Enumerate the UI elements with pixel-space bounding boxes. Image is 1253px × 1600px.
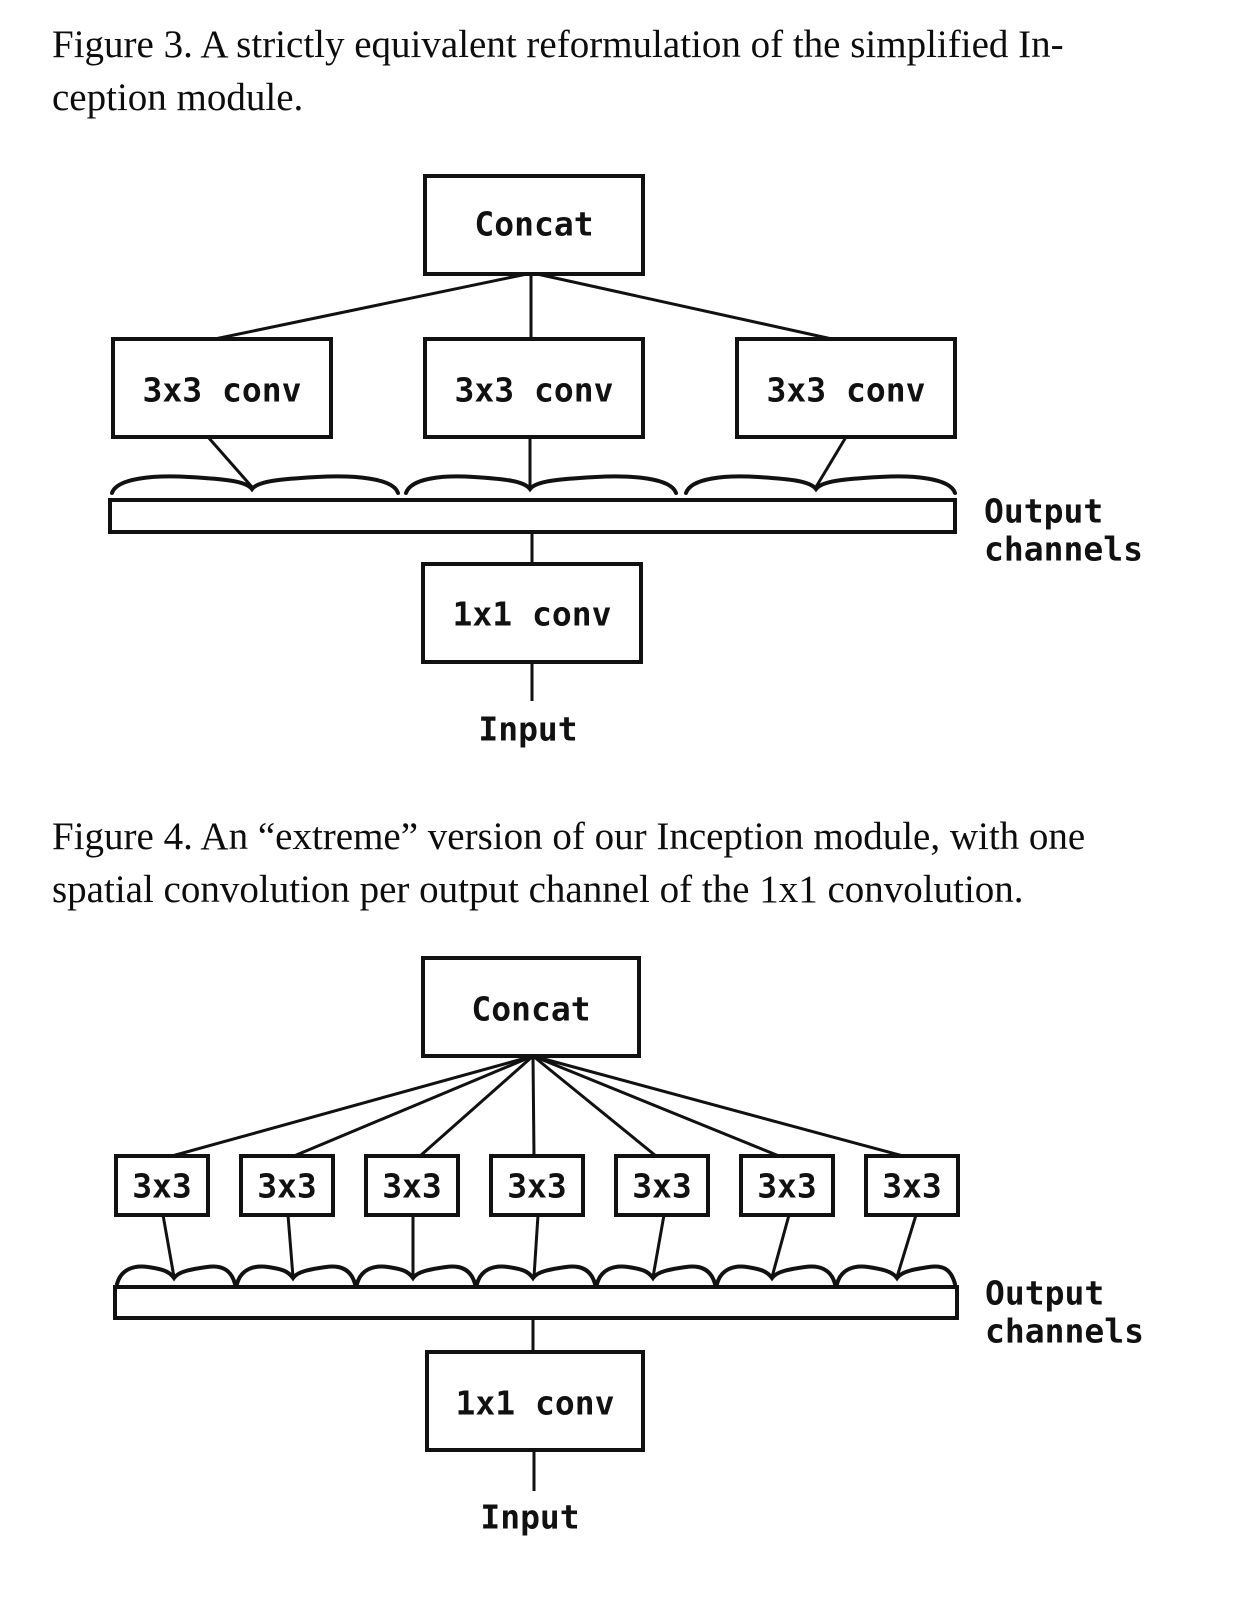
- fig4-conv-label-1: 3x3: [132, 1167, 192, 1206]
- figure4-caption-line2: spatial convolution per output channel o…: [52, 868, 1024, 911]
- fig4-conv-box-3: [364, 1154, 460, 1217]
- fig4-brace-1: [115, 1264, 237, 1286]
- fig4-conv-box-7: [864, 1154, 960, 1217]
- fig4-connector-line-2: [286, 1214, 295, 1278]
- fig4-fan-line-6: [532, 1054, 780, 1158]
- fig4-conv-label-5: 3x3: [632, 1167, 692, 1206]
- fig4-conv-label-7: 3x3: [882, 1167, 942, 1206]
- fig4-connector-line-7: [895, 1214, 918, 1278]
- fig4-conv-label-3: 3x3: [382, 1167, 442, 1206]
- fig3-concat-label: Concat: [474, 205, 593, 244]
- fig3-brace-2: [404, 474, 678, 495]
- fig4-connector-line-5: [651, 1214, 666, 1278]
- fig3-output-channels-bar: [108, 498, 957, 534]
- fig3-conv-label-3: 3x3 conv: [767, 371, 926, 410]
- fig4-conv-label-6: 3x3: [757, 1167, 817, 1206]
- fig4-brace-7: [835, 1264, 957, 1286]
- figure3-caption-line1: Figure 3. A strictly equivalent reformul…: [52, 23, 1064, 66]
- figure3-diagram: Concat 3x3 conv 3x3 conv 3x3 conv Output…: [108, 174, 1143, 749]
- figure4-caption-line1: Figure 4. An “extreme” version of our In…: [52, 815, 1086, 858]
- fig3-connector-line-1: [206, 436, 254, 488]
- fig4-conv-box-6: [739, 1154, 835, 1217]
- fig4-fan-line-4: [531, 1055, 536, 1157]
- fig4-connector-line-1: [161, 1214, 176, 1278]
- fig4-fan-line-5: [532, 1054, 657, 1158]
- fig4-input-label: Input: [480, 1498, 579, 1537]
- fig4-conv-box-2: [239, 1154, 335, 1217]
- fig4-bottleneck-label: 1x1 conv: [456, 1384, 615, 1423]
- fig4-conv-box-5: [614, 1154, 710, 1217]
- fig4-conv-box-1: [114, 1154, 210, 1217]
- fig3-fan-line-right: [536, 272, 842, 343]
- fig4-conv-label-4: 3x3: [507, 1167, 567, 1206]
- fig3-connector-line-3: [814, 436, 848, 488]
- figure3-caption-line2: ception module.: [52, 76, 304, 119]
- fig3-conv-box-1: [111, 337, 333, 439]
- fig4-output-channels-label-line1: Output: [985, 1274, 1104, 1313]
- fig4-fan-line-1: [171, 1054, 534, 1158]
- figure4-diagram: Concat 3x3 3x3 3x3 3x3 3x3 3x3 3x3: [113, 956, 1144, 1537]
- fig3-conv-box-3: [735, 337, 957, 439]
- fig3-output-channels-label-line1: Output: [984, 492, 1103, 531]
- fig3-conv-label-2: 3x3 conv: [455, 371, 614, 410]
- fig3-conv-box-2: [423, 337, 645, 439]
- fig4-connector-line-6: [770, 1214, 791, 1278]
- fig3-bottleneck-box: [421, 562, 643, 664]
- figure3-caption: Figure 3. A strictly equivalent reformul…: [52, 18, 1064, 124]
- fig4-concat-box: [421, 956, 641, 1058]
- fig3-fan-line-left: [209, 272, 528, 342]
- fig3-conv-label-1: 3x3 conv: [143, 371, 302, 410]
- fig4-brace-3: [355, 1264, 477, 1286]
- fig3-brace-1: [110, 474, 400, 495]
- fig4-brace-5: [595, 1264, 717, 1286]
- fig4-fan-line-7: [532, 1054, 904, 1158]
- fig4-bottleneck-box: [425, 1350, 645, 1452]
- fig4-brace-2: [235, 1264, 357, 1286]
- fig4-brace-4: [475, 1264, 597, 1286]
- fig4-fan-line-2: [293, 1054, 534, 1158]
- fig3-output-channels-label-line2: channels: [984, 530, 1143, 569]
- fig4-conv-label-2: 3x3: [257, 1167, 317, 1206]
- figure4-caption: Figure 4. An “extreme” version of our In…: [52, 810, 1085, 916]
- fig4-fan-line-3: [419, 1054, 534, 1158]
- fig3-input-label: Input: [478, 710, 577, 749]
- fig4-connector-line-4: [532, 1214, 540, 1278]
- fig3-concat-box: [423, 174, 645, 276]
- fig3-brace-3: [684, 474, 957, 495]
- fig3-bottleneck-label: 1x1 conv: [453, 595, 612, 634]
- fig4-output-channels-label-line2: channels: [985, 1312, 1144, 1351]
- fig4-concat-label: Concat: [471, 990, 590, 1029]
- fig4-output-channels-bar: [113, 1285, 959, 1320]
- fig4-brace-6: [715, 1264, 837, 1286]
- fig4-conv-box-4: [489, 1154, 585, 1217]
